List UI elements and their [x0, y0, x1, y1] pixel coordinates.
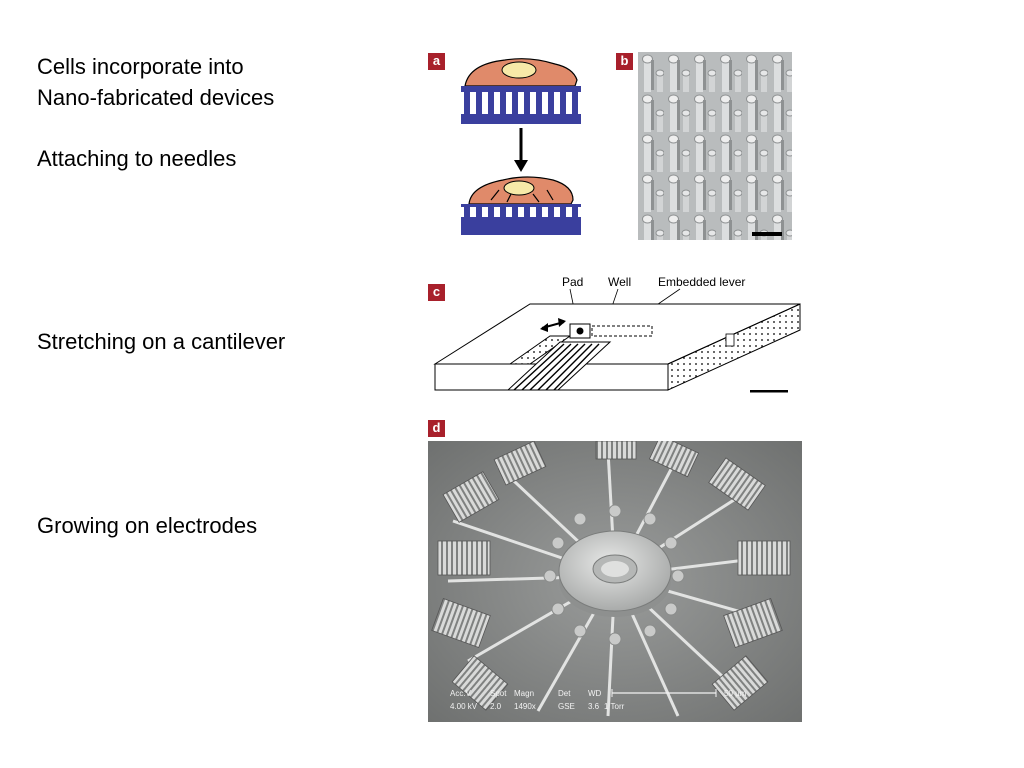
- panel-a-tag: a: [428, 53, 445, 70]
- label-embedded-lever: Embedded lever: [658, 275, 745, 289]
- panel-b-needle-micrograph: [638, 52, 792, 240]
- svg-text:Acc.V: Acc.V: [450, 689, 472, 698]
- caption-electrodes: Growing on electrodes: [37, 513, 258, 538]
- label-pad: Pad: [562, 275, 583, 289]
- scale-bar: [752, 232, 782, 236]
- scale-bar: [750, 390, 788, 393]
- sem-info-bar: Acc.V Spot Magn Det WD 4.00 kV 2.0 1490x…: [450, 689, 747, 711]
- lever-channel: [506, 341, 612, 391]
- svg-text:2.0: 2.0: [490, 702, 502, 711]
- comb-electrodes: [431, 441, 791, 711]
- contact-pads: [543, 504, 685, 646]
- svg-text:3.6: 3.6: [588, 702, 600, 711]
- cell-nucleus-attached: [503, 180, 535, 196]
- svg-text:Spot: Spot: [490, 689, 507, 698]
- panel-c-cantilever-diagram: Pad Well Embedded lever: [433, 275, 801, 393]
- needle-array-bottom: [461, 204, 581, 235]
- svg-text:1 Torr: 1 Torr: [604, 702, 625, 711]
- svg-text:WD: WD: [588, 689, 602, 698]
- caption-needles: Attaching to needles: [37, 146, 237, 171]
- caption-cantilever: Stretching on a cantilever: [37, 329, 286, 354]
- panel-b-tag: b: [616, 53, 633, 70]
- svg-text:4.00 kV: 4.00 kV: [450, 702, 478, 711]
- svg-text:Det: Det: [558, 689, 571, 698]
- svg-text:Magn: Magn: [514, 689, 534, 698]
- caption-line-1: Cells incorporate into: [37, 54, 244, 79]
- svg-text:50 µm: 50 µm: [724, 689, 747, 698]
- cell-nucleus: [501, 61, 537, 79]
- caption-line-2: Nano-fabricated devices: [37, 85, 275, 110]
- panel-d-tag: d: [428, 420, 445, 437]
- svg-text:1490x: 1490x: [514, 702, 536, 711]
- svg-text:GSE: GSE: [558, 702, 575, 711]
- panel-a-cell-needles-diagram: [461, 58, 581, 235]
- embedded-lever: [591, 325, 653, 337]
- label-well: Well: [608, 275, 631, 289]
- needle-array-top: [461, 86, 581, 124]
- panel-c-tag: c: [428, 284, 445, 301]
- caption-cells-incorporate: Cells incorporate into Nano-fabricated d…: [37, 51, 274, 113]
- stretch-arrow-icon: [540, 318, 566, 332]
- panel-d-electrode-micrograph: Acc.V Spot Magn Det WD 4.00 kV 2.0 1490x…: [428, 441, 802, 722]
